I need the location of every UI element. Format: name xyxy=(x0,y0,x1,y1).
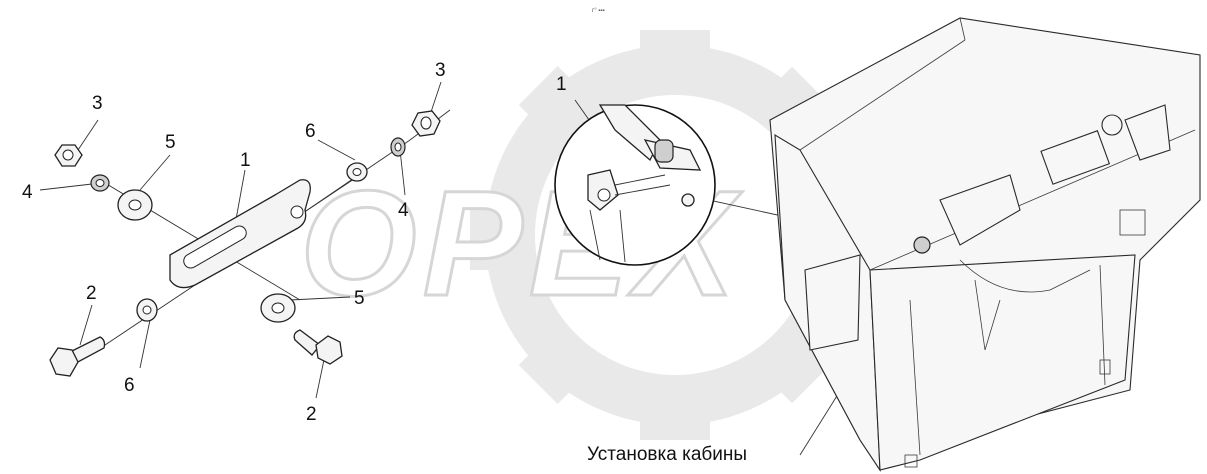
cab-illustration xyxy=(769,17,1201,472)
detail-zoom-circle xyxy=(554,104,716,266)
callout-bolt-bottom: 2 xyxy=(306,404,317,425)
washer-bottom xyxy=(260,293,296,323)
nut-left xyxy=(54,144,83,167)
lockwasher-right xyxy=(390,137,406,157)
callout-nut-right: 3 xyxy=(435,60,446,81)
bolt-bottom xyxy=(293,329,343,365)
washer-left xyxy=(117,189,153,221)
bolt-left xyxy=(49,336,106,377)
nut-right xyxy=(411,110,441,137)
header-mark: г° ▪▪▪ xyxy=(592,8,605,14)
callout-washer-bottom: 5 xyxy=(354,288,365,309)
callout-bracket: 1 xyxy=(240,150,251,171)
bracket xyxy=(169,179,311,289)
callout-bracket-zoom: 1 xyxy=(556,74,567,95)
callout-bolt-left: 2 xyxy=(86,283,97,304)
callout-washer-small-top: 6 xyxy=(305,121,316,142)
callout-washer-small-bottom: 6 xyxy=(124,375,135,396)
washer-small-bottom xyxy=(136,298,158,322)
callout-washer-left: 5 xyxy=(165,132,176,153)
callout-nut-left: 3 xyxy=(92,93,103,114)
washer-small-top xyxy=(346,162,368,182)
callout-lockwasher-left: 4 xyxy=(22,182,33,203)
callout-lockwasher-right: 4 xyxy=(398,200,409,221)
caption-cab-installation: Установка кабины xyxy=(587,444,747,465)
lockwasher-left xyxy=(90,174,110,192)
